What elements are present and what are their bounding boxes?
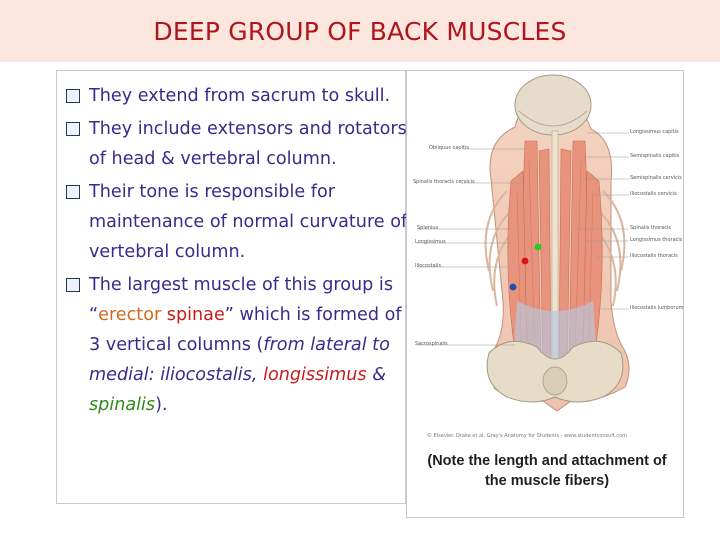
ampersand: & <box>366 365 386 385</box>
title-bar: DEEP GROUP OF BACK MUSCLES <box>0 0 720 62</box>
figure-label: Iliocostalis lumborum <box>630 305 684 311</box>
figure-label: Sacrospinalis <box>415 341 448 347</box>
slide-title: DEEP GROUP OF BACK MUSCLES <box>153 16 567 46</box>
bullet-end: ). <box>155 395 168 415</box>
bullet-text: They include extensors and rotators of h… <box>89 119 407 169</box>
figure-caption: (Note the length and attachment of the m… <box>427 453 667 489</box>
blue-marker <box>509 283 517 291</box>
figure-label: Semispinalis capitis <box>630 153 680 159</box>
checkbox-bullet-icon <box>66 185 82 201</box>
bullet-item-2: They include extensors and rotators of h… <box>65 114 417 174</box>
italic-text: from lateral to medial: iliocostalis, <box>89 335 390 385</box>
back-muscles-illustration <box>417 74 630 412</box>
bullet-item-3: Their tone is responsible for maintenanc… <box>65 177 417 267</box>
quote-open: “ <box>89 305 99 325</box>
longissimus-term: longissimus <box>263 365 367 385</box>
checkbox-bullet-icon <box>66 89 82 105</box>
bullet-text: The largest muscle of this group is <box>89 275 393 295</box>
bullet-item-1: They extend from sacrum to skull. <box>65 81 417 111</box>
erector-term: erector <box>98 305 167 325</box>
red-marker <box>521 257 529 265</box>
figure-label: Iliocostalis cervicis <box>630 191 677 197</box>
figure-label: Longissimus thoracis <box>630 237 683 243</box>
figure-panel: Obliquus capitis Spinalis thoracis cervi… <box>406 70 684 518</box>
bullet-item-4: The largest muscle of this group is “ere… <box>65 270 417 420</box>
bullet-text: which is formed of 3 vertical columns ( <box>89 305 402 355</box>
figure-label: Splenius <box>417 225 439 231</box>
figure-label: Spinalis thoracis <box>630 225 671 231</box>
spinalis-term: spinalis <box>89 395 156 415</box>
figure-label: Obliquus capitis <box>429 145 469 151</box>
figure-credit: © Elsevier. Drake et al: Gray's Anatomy … <box>427 433 627 439</box>
green-marker <box>534 243 542 251</box>
checkbox-bullet-icon <box>66 122 82 138</box>
checkbox-bullet-icon <box>66 278 82 294</box>
figure-label: Spinalis thoracis cervicis <box>413 179 475 185</box>
quote-close: ” <box>224 305 234 325</box>
text-panel: They extend from sacrum to skull. They i… <box>56 70 407 504</box>
figure-label: Iliocostalis thoracis <box>630 253 678 259</box>
figure-label: Longissimus <box>415 239 446 245</box>
figure-label: Iliocostalis <box>415 263 442 269</box>
spinae-term: spinae <box>166 305 225 325</box>
bullet-text: Their tone is responsible for maintenanc… <box>89 182 408 262</box>
figure-label: Semispinalis cervicis <box>630 175 682 181</box>
figure-label: Longissimus capitis <box>630 129 679 135</box>
bullet-text: They extend from sacrum to skull. <box>89 86 391 106</box>
bullet-list: They extend from sacrum to skull. They i… <box>65 81 417 420</box>
